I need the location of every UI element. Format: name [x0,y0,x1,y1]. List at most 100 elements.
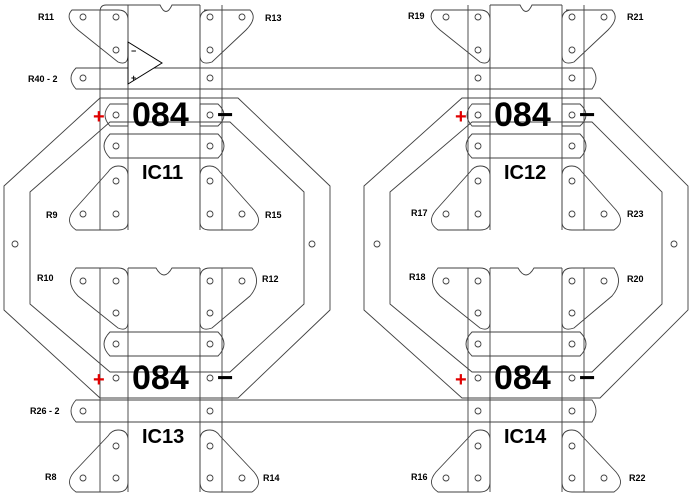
trace-lower-notch-left [128,267,200,276]
trace-r20 [561,267,619,330]
pad [442,13,450,21]
chip-ic11: + 084 − IC11 [93,96,233,184]
label-r11: R11 [38,12,54,22]
trace-octagon-right-inner [389,121,663,373]
pad [442,210,450,218]
pad [112,210,120,218]
pad [238,210,246,218]
pad [308,240,316,248]
label-r23: R23 [627,209,644,219]
pad [206,177,214,185]
pad [79,474,87,482]
pad [474,309,482,317]
pad [112,374,120,382]
pad [474,46,482,54]
trace-r18 [432,267,491,330]
label-r20: R20 [627,274,644,284]
trace-r9 [69,165,129,231]
label-r10: R10 [37,273,54,283]
trace-r23 [561,165,621,231]
pad [568,374,576,382]
pad [600,13,608,21]
trace-r15 [199,165,259,231]
label-r22: R22 [629,473,646,483]
label-r26: R26 - 2 [30,406,60,416]
pad [568,111,576,119]
chip-ic14: + 084 − IC14 [455,359,595,448]
pad [600,210,608,218]
label-r17: R17 [411,208,428,218]
pad [206,46,214,54]
pad [79,74,87,82]
pad [474,442,482,450]
pad [670,240,678,248]
label-r14: R14 [263,473,280,483]
trace-lower-notch-right [490,267,562,276]
label-r15: R15 [265,210,282,220]
trace-top-notch-left [128,4,200,12]
ic11-plus-sign: + [93,106,105,128]
resistor-labels: R11 R13 R19 R21 R40 - 2 R9 R15 R17 R23 R… [28,11,646,483]
pad [206,210,214,218]
opamp-minus: − [131,46,136,56]
ic13-name: IC13 [142,426,184,448]
trace-plus-row-right [466,103,587,127]
pad [442,277,450,285]
pad [568,442,576,450]
ic11-minus-sign: − [217,99,233,130]
pad [568,474,576,482]
pad [600,474,608,482]
ic11-code: 084 [132,96,189,134]
pad [206,13,214,21]
label-r9: R9 [46,210,58,220]
ic14-minus-sign: − [579,362,595,393]
pad [206,374,214,382]
pad [112,13,120,21]
pad [79,407,87,415]
label-r18: R18 [409,272,426,282]
trace-r11 [68,9,129,64]
trace-r40-bar [70,67,597,90]
label-r19: R19 [408,11,425,21]
pad [442,474,450,482]
label-r13: R13 [265,13,282,23]
trace-mid-bar-right-lower [465,331,587,357]
trace-rail-lower-left [99,268,223,492]
pad [206,474,214,482]
chip-ic12: + 084 − IC12 [455,96,595,184]
pad [206,142,214,150]
pad [206,442,214,450]
pad [238,474,246,482]
ic13-plus-sign: + [93,369,105,391]
pad [568,46,576,54]
pad [206,74,214,82]
pad [11,240,19,248]
pad [79,13,87,21]
pad [568,309,576,317]
label-r16: R16 [411,472,428,482]
trace-octagon-right-outer [363,97,689,399]
pad [238,13,246,21]
pad [206,309,214,317]
pad [112,46,120,54]
label-r8: R8 [45,472,57,482]
pad [112,277,120,285]
pad [112,340,120,348]
trace-octagon-left-outer [3,97,331,399]
pad [474,474,482,482]
trace-r10 [70,267,129,330]
trace-r8 [69,429,129,493]
trace-mid-bar-left [103,133,225,159]
ic14-code: 084 [494,359,551,397]
ic12-minus-sign: − [579,99,595,130]
trace-r14 [199,429,259,493]
label-r12: R12 [262,274,279,284]
pad [568,13,576,21]
pad [474,142,482,150]
trace-octagon-left-inner [29,121,305,373]
pad [112,177,120,185]
pad [373,240,381,248]
pad [568,340,576,348]
trace-plus-row-left [104,103,225,127]
pad [474,13,482,21]
